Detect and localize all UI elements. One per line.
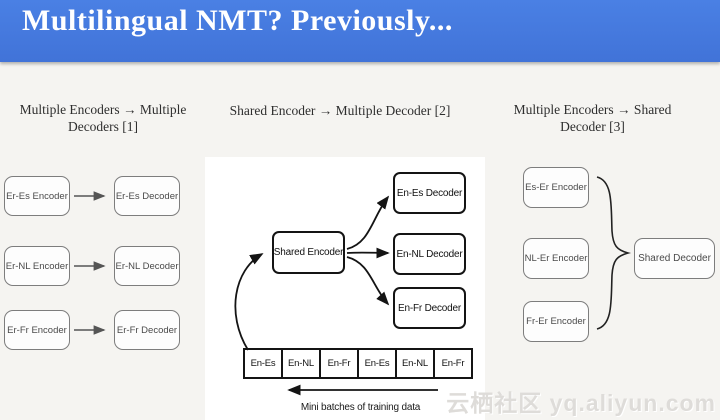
encoder-box: Er-Es Encoder [4, 176, 70, 216]
encoder-box: Es-Er Encoder [523, 167, 589, 208]
curly-brace [596, 176, 632, 330]
minibatch-cell: En-NL [395, 350, 433, 377]
minibatch-strip: En-Es En-NL En-Fr En-Es En-NL En-Fr [243, 348, 473, 379]
encoder-box: Er-Fr Encoder [4, 310, 70, 350]
minibatch-cell: En-Es [357, 350, 395, 377]
shared-encoder-box: Shared Encoder [272, 231, 345, 274]
heading-shared-decoder: Multiple Encoders → Shared Decoder [3] [513, 102, 672, 134]
minibatch-cell: En-Fr [433, 350, 471, 377]
decoder-box: Er-Fr Decoder [114, 310, 180, 350]
slide-title: Multilingual NMT? Previously... [22, 4, 453, 37]
encoder-box: NL-Er Encoder [523, 238, 589, 279]
decoder-box: Er-NL Decoder [114, 246, 180, 286]
decoder-box: En-NL Decoder [393, 233, 466, 275]
minibatch-cell: En-Fr [319, 350, 357, 377]
encoder-box: Fr-Er Encoder [523, 301, 589, 342]
decoder-box: En-Es Decoder [393, 172, 466, 214]
decoder-box: Er-Es Decoder [114, 176, 180, 216]
encoder-box: Er-NL Encoder [4, 246, 70, 286]
watermark: 云栖社区 yq.aliyun.com [446, 390, 716, 416]
shared-decoder-box: Shared Decoder [634, 238, 715, 279]
heading-multiple-to-multiple: Multiple Encoders → Multiple Decoders [1… [19, 102, 187, 134]
decoder-box: En-Fr Decoder [393, 287, 466, 329]
slide-header-bar: Multilingual NMT? Previously... [0, 0, 720, 62]
heading-shared-encoder: Shared Encoder → Multiple Decoder [2] [229, 103, 451, 118]
minibatch-cell: En-Es [250, 358, 276, 369]
minibatch-cell: En-NL [281, 350, 319, 377]
minibatch-caption: Mini batches of training data [300, 402, 421, 413]
